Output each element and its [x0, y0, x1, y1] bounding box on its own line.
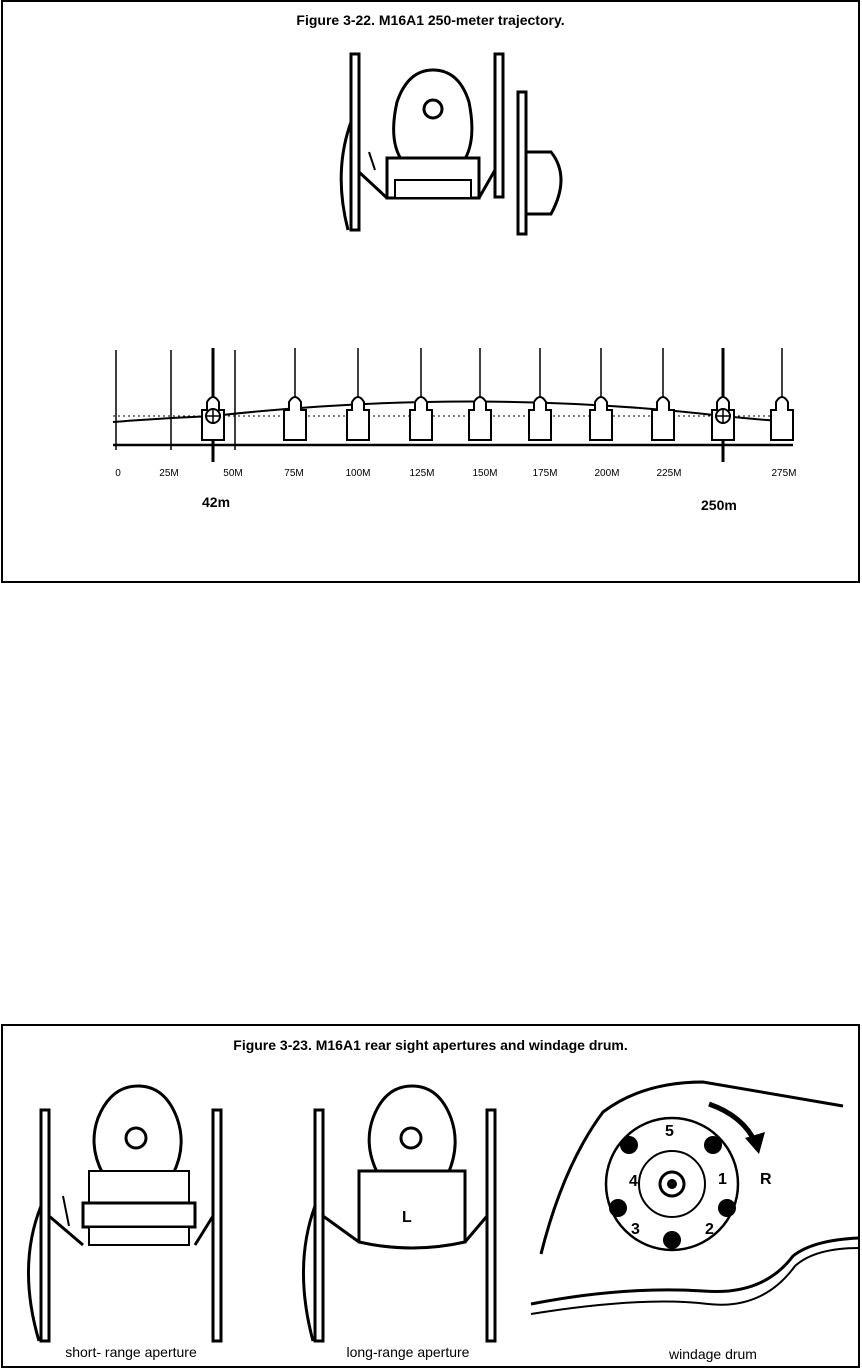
- range-target: [409, 348, 433, 441]
- trajectory-diagram: 0 25M 50M 75M 100M 125M 150M 175M 200M 225M 275M 4…: [112, 52, 797, 513]
- aperture-illustrations: L 5 4 1 3 2 R: [27, 1080, 860, 1343]
- short-range-aperture-illustration: [27, 1084, 223, 1343]
- long-range-caption: long-range aperture: [346, 1344, 470, 1360]
- figure-3-23-panel: Figure 3-23. M16A1 rear sight apertures …: [1, 1024, 860, 1368]
- figure-3-22-title: Figure 3-22. M16A1 250-meter trajectory.: [296, 12, 565, 28]
- range-label: 150M: [472, 468, 497, 479]
- trajectory-lines: [112, 400, 794, 447]
- figure-3-23-title: Figure 3-23. M16A1 rear sight apertures …: [233, 1037, 628, 1053]
- rear-sight-illustration: [339, 52, 563, 236]
- range-label: 50M: [223, 468, 242, 479]
- range-markers: [115, 348, 794, 462]
- drum-number-3: 3: [631, 1221, 640, 1238]
- drum-detent: [663, 1231, 681, 1249]
- zero-target: [201, 348, 225, 462]
- zero-target: [711, 348, 735, 462]
- range-target: [528, 348, 552, 441]
- range-target: [770, 348, 794, 441]
- drum-letter-r: R: [760, 1171, 772, 1188]
- range-label: 275M: [771, 468, 796, 479]
- windage-drum-illustration: 5 4 1 3 2 R: [530, 1080, 860, 1315]
- aperture-letter-l: L: [402, 1209, 412, 1226]
- range-target: [468, 348, 492, 441]
- range-labels: 0 25M 50M 75M 100M 125M 150M 175M 200M 225M 275M: [115, 468, 796, 479]
- drum-number-2: 2: [705, 1221, 714, 1238]
- drum-detent: [620, 1136, 638, 1154]
- range-label: 25M: [159, 468, 178, 479]
- bullet-trajectory: [112, 400, 794, 423]
- drum-number-1: 1: [718, 1171, 727, 1188]
- drum-detent: [609, 1199, 627, 1217]
- range-label: 0: [115, 468, 121, 479]
- range-target: [346, 348, 370, 441]
- range-target: [589, 348, 613, 441]
- windage-drum-caption: windage drum: [669, 1346, 757, 1362]
- range-label: 175M: [532, 468, 557, 479]
- zero-near-label: 42m: [202, 494, 230, 510]
- range-target: [651, 348, 675, 441]
- range-label: 225M: [656, 468, 681, 479]
- range-label: 75M: [284, 468, 303, 479]
- range-target: [283, 348, 307, 441]
- drum-detent: [718, 1199, 736, 1217]
- drum-detent: [704, 1136, 722, 1154]
- short-range-caption: short- range aperture: [65, 1344, 197, 1360]
- range-label: 100M: [345, 468, 370, 479]
- figure-3-22-panel: Figure 3-22. M16A1 250-meter trajectory.: [1, 0, 860, 583]
- long-range-aperture-illustration: L: [302, 1084, 497, 1343]
- drum-number-5: 5: [665, 1123, 674, 1140]
- zero-far-label: 250m: [701, 497, 737, 513]
- range-label: 200M: [594, 468, 619, 479]
- drum-number-4: 4: [629, 1173, 638, 1190]
- range-label: 125M: [409, 468, 434, 479]
